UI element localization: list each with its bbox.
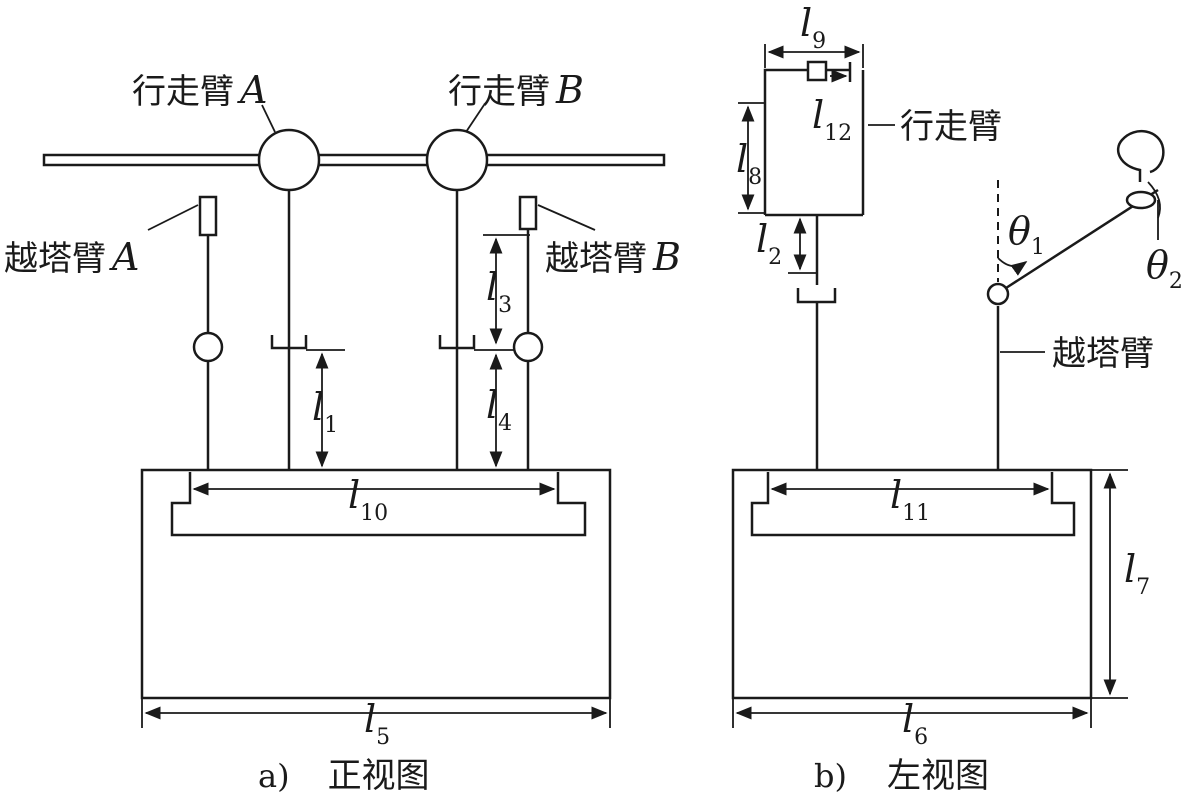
walking-arm-a-clamp bbox=[270, 335, 308, 350]
angle-theta1-label: θ1 bbox=[1008, 209, 1045, 260]
side-view-labels: 行走臂 越塔臂 l9 l12 l8 l2 l11 l7 l6 θ1 θ2 b)左… bbox=[736, 1, 1183, 796]
side-inner-tray bbox=[750, 472, 1076, 537]
leader-crossing-arm-a bbox=[147, 204, 199, 231]
side-body bbox=[731, 468, 1093, 700]
leader-walking-arm-a bbox=[261, 104, 276, 133]
crossing-arm-roller bbox=[1125, 190, 1157, 210]
dim-l3-label: l3 bbox=[486, 265, 512, 318]
walking-arm-pulley bbox=[806, 60, 828, 82]
front-inner-tray bbox=[170, 472, 587, 537]
front-view bbox=[42, 104, 666, 728]
caption-b: b)左视图 bbox=[814, 756, 989, 796]
dim-l5-label: l5 bbox=[364, 697, 390, 750]
caption-a: a)正视图 bbox=[258, 756, 430, 796]
walking-arm-b-wheel bbox=[425, 128, 489, 192]
label-crossing-arm: 越塔臂 bbox=[1052, 334, 1154, 374]
crossing-arm-b-head bbox=[518, 195, 538, 231]
side-view bbox=[731, 44, 1165, 728]
label-walking-arm: 行走臂 bbox=[900, 107, 1002, 147]
crossing-arm-pivot bbox=[986, 282, 1010, 306]
overhead-rail bbox=[42, 153, 666, 167]
crossing-arm-a-wheel bbox=[192, 331, 224, 363]
dim-l7-label: l7 bbox=[1124, 547, 1150, 600]
angle-theta2-label: θ2 bbox=[1146, 243, 1183, 294]
dim-l11-label: l11 bbox=[890, 473, 930, 526]
walking-arm-b-clamp bbox=[438, 335, 476, 350]
dim-l4-label: l4 bbox=[486, 383, 512, 436]
leader-crossing-arm-b bbox=[537, 204, 596, 231]
dim-l6-label: l6 bbox=[902, 697, 928, 750]
walking-arm-a-wheel bbox=[257, 128, 321, 192]
dim-l1-label: l1 bbox=[312, 385, 338, 438]
front-body bbox=[140, 468, 612, 700]
dim-l10-label: l10 bbox=[348, 473, 388, 526]
crossing-arm-b-wheel bbox=[512, 331, 544, 363]
crossing-arm-a-head bbox=[198, 195, 218, 237]
dim-l8-label: l8 bbox=[736, 137, 762, 190]
dim-l2-label: l2 bbox=[756, 217, 782, 270]
dim-l9-label: l9 bbox=[800, 1, 826, 54]
crossing-arm-hook bbox=[1116, 129, 1165, 182]
side-clamp bbox=[796, 288, 837, 304]
theta1-arc bbox=[997, 257, 1028, 276]
dim-l12-label: l12 bbox=[812, 93, 852, 146]
leader-walking-arm-b bbox=[465, 104, 485, 133]
theta2-arc bbox=[1147, 181, 1161, 219]
